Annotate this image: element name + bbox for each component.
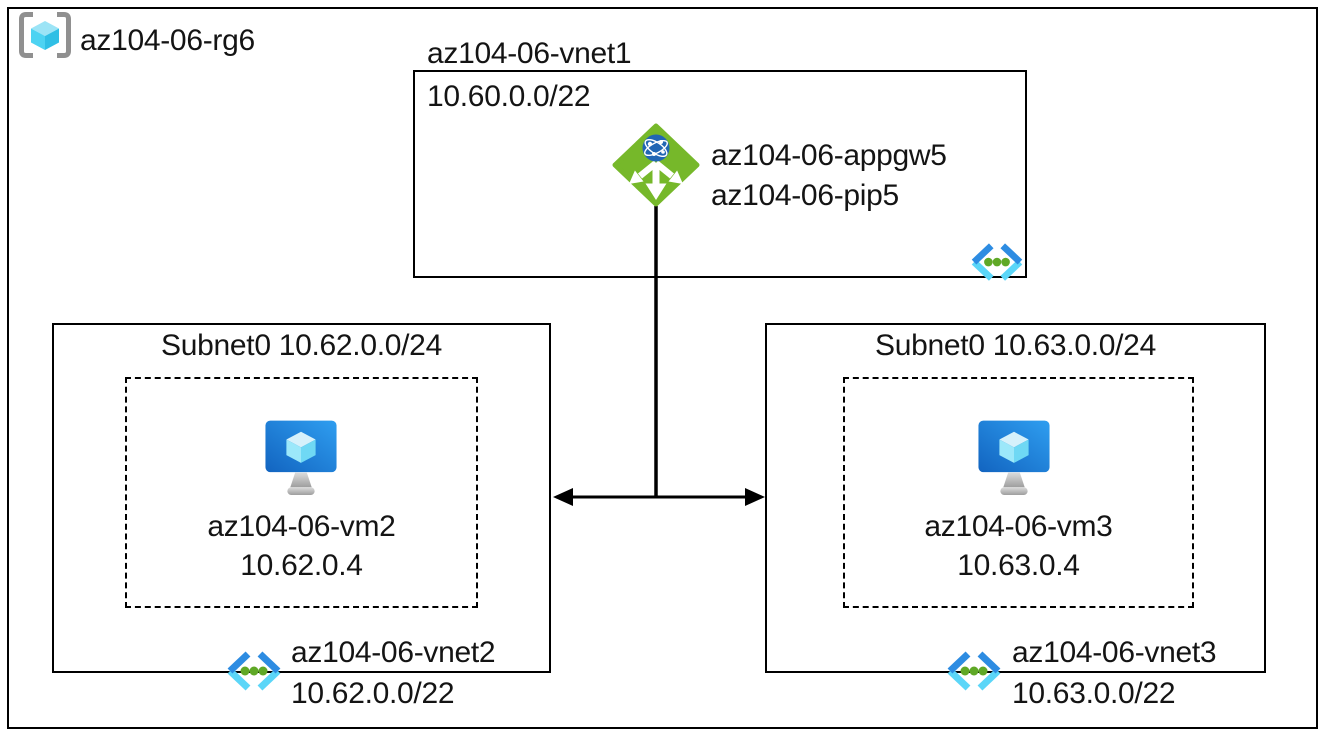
vnet1-box: [413, 70, 1027, 278]
vnet2-subnet-dashed-box: [125, 377, 478, 608]
vm3-name: az104-06-vm3: [924, 510, 1113, 543]
vnet3-name: az104-06-vnet3: [1012, 636, 1217, 669]
virtual-network-icon: [947, 651, 1001, 691]
vm2-name: az104-06-vm2: [207, 510, 396, 543]
vnet2-subnet-header: Subnet0 10.62.0.0/24: [161, 329, 442, 362]
vnet3-cidr: 10.63.0.0/22: [1012, 677, 1176, 710]
pip-label: az104-06-pip5: [711, 179, 899, 212]
vnet3-subnet-header: Subnet0 10.63.0.0/24: [875, 329, 1156, 362]
resource-group-icon: [19, 12, 71, 58]
virtual-network-icon: [971, 243, 1023, 281]
vnet2-name: az104-06-vnet2: [291, 636, 496, 669]
application-gateway-icon: [612, 123, 700, 207]
vnet1-title: az104-06-vnet1: [427, 37, 632, 70]
vm2-ip: 10.62.0.4: [240, 549, 363, 582]
vm3-ip: 10.63.0.4: [957, 549, 1080, 582]
virtual-machine-icon: [978, 420, 1050, 496]
resource-group-box: [7, 7, 1318, 729]
vnet1-cidr: 10.60.0.0/22: [427, 80, 591, 113]
virtual-network-icon: [227, 651, 281, 691]
vnet2-box: [52, 323, 551, 673]
resource-group-label: az104-06-rg6: [80, 24, 255, 57]
vnet3-box: [765, 323, 1266, 673]
vnet2-cidr: 10.62.0.0/22: [291, 677, 455, 710]
vnet3-subnet-dashed-box: [843, 377, 1194, 608]
appgw-label: az104-06-appgw5: [711, 139, 947, 172]
virtual-machine-icon: [265, 420, 337, 496]
